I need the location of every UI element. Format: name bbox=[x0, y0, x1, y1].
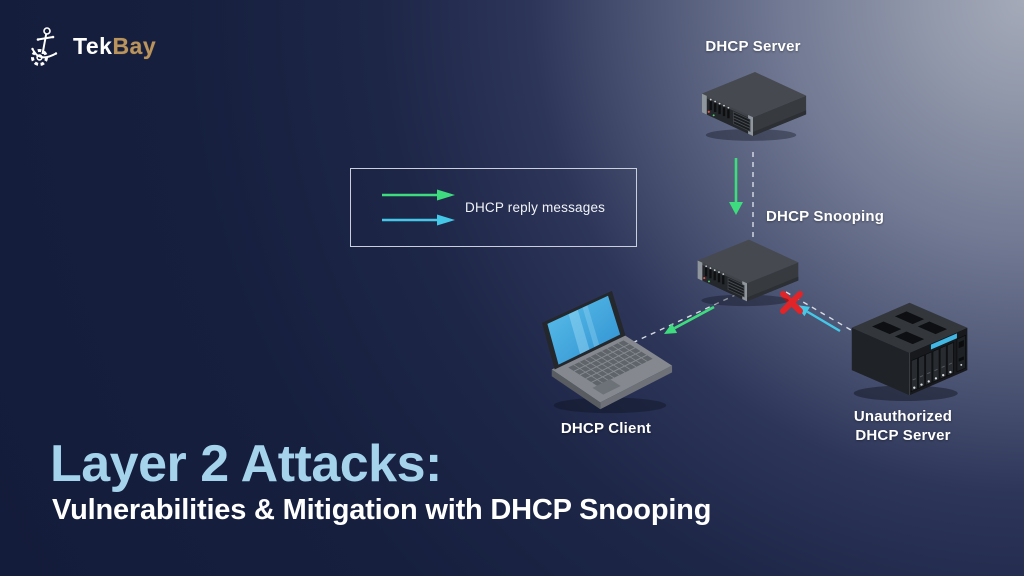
laptop-icon bbox=[542, 290, 673, 414]
unauthorized-dhcp-server-label: Unauthorized DHCP Server bbox=[838, 407, 968, 445]
brand-name-part1: Tek bbox=[73, 33, 113, 59]
cyan-rogue-reply-arrow bbox=[806, 310, 841, 333]
legend-label: DHCP reply messages bbox=[465, 200, 606, 215]
brand-name-part2: Bay bbox=[112, 33, 157, 59]
dhcp-server-icon bbox=[694, 64, 812, 143]
page-subtitle: Vulnerabilities & Mitigation with DHCP S… bbox=[52, 494, 712, 526]
unauthorized-label-line2: DHCP Server bbox=[855, 427, 951, 444]
legend: DHCP reply messages bbox=[350, 168, 637, 247]
dhcp-server-label: DHCP Server bbox=[705, 38, 801, 55]
unauthorized-label-line1: Unauthorized bbox=[853, 408, 953, 425]
legend-arrows bbox=[381, 188, 459, 227]
cyan-arrow-icon bbox=[382, 214, 455, 226]
dhcp-snooping-label: DHCP Snooping bbox=[766, 208, 885, 225]
dhcp-snooping-switch-icon bbox=[690, 232, 804, 308]
anchor-gear-icon bbox=[31, 27, 58, 66]
unauthorized-server-icon bbox=[851, 302, 968, 401]
brand-name: TekBay bbox=[73, 24, 156, 68]
green-arrow-icon bbox=[382, 189, 455, 201]
page-title: Layer 2 Attacks: bbox=[50, 435, 442, 493]
dhcp-client-label: DHCP Client bbox=[560, 420, 652, 437]
brand-logo: TekBay bbox=[26, 24, 156, 68]
green-reply-arrowhead-down bbox=[729, 202, 743, 215]
